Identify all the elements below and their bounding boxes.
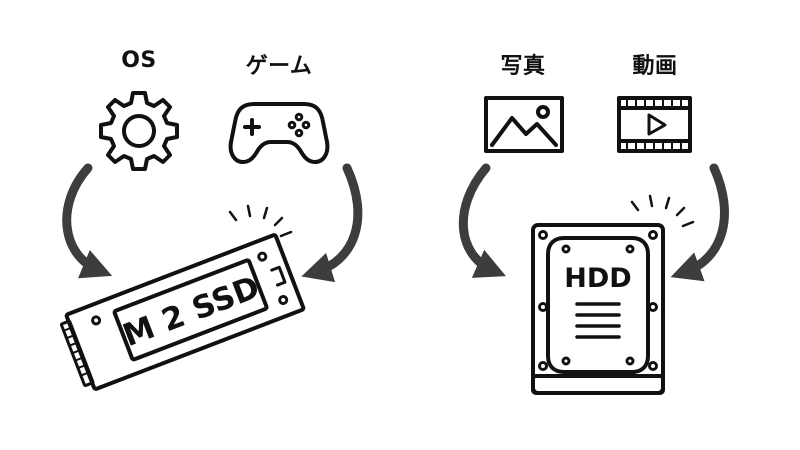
label-os: OS	[121, 48, 157, 73]
m2-ssd-icon: M 2 SSD	[59, 233, 306, 391]
hdd-spark-lines	[630, 194, 695, 228]
film-play-icon	[617, 96, 692, 153]
label-video: 動画	[632, 54, 678, 79]
gamepad-icon	[228, 102, 330, 164]
arrow-game-to-ssd	[301, 163, 363, 283]
image-icon	[484, 96, 564, 153]
hard-disk-icon: HDD	[531, 223, 665, 395]
hdd-label: HDD	[564, 263, 631, 294]
arrow-photo-to-hdd	[458, 163, 506, 278]
ssd-spark-lines	[228, 204, 293, 238]
label-game: ゲーム	[245, 54, 313, 79]
gear-icon	[99, 91, 179, 171]
label-photo: 写真	[500, 54, 546, 79]
arrow-video-to-hdd	[670, 163, 729, 282]
arrow-os-to-ssd	[62, 163, 113, 279]
